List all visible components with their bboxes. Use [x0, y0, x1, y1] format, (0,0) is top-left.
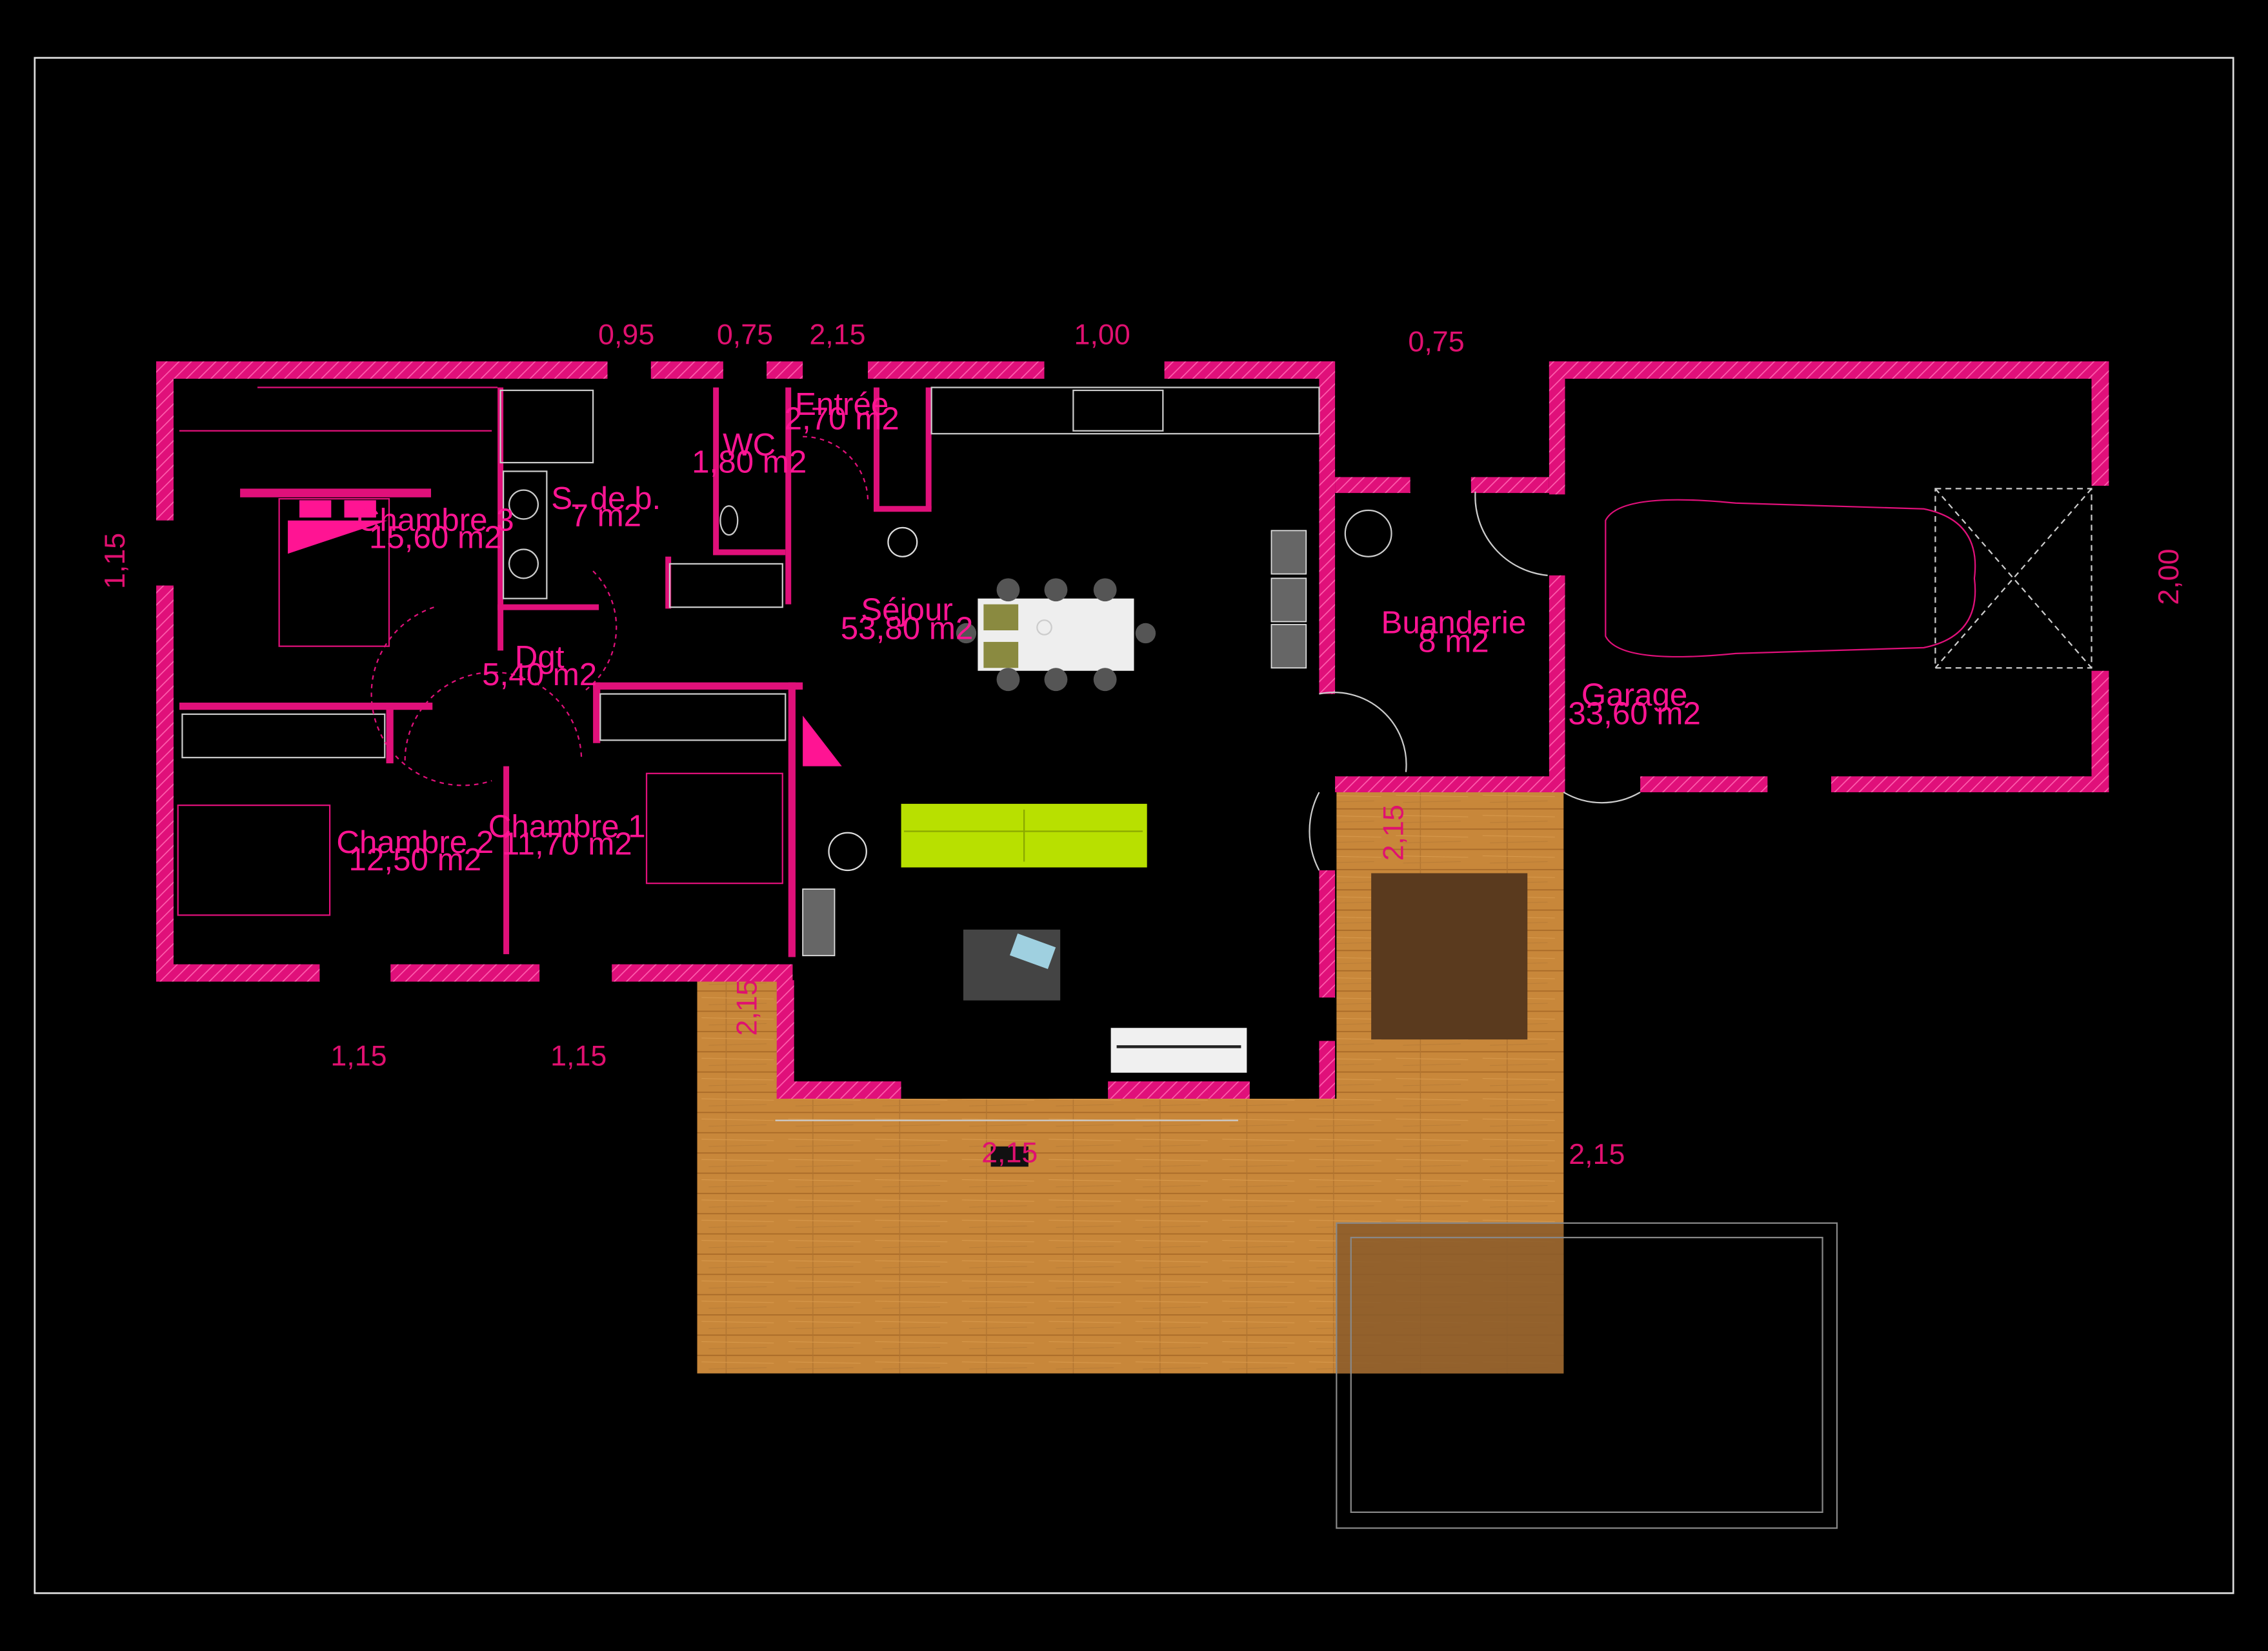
dining-table — [956, 578, 1156, 692]
sejour-area: 53,80 m2 — [841, 610, 974, 646]
pergola-shadow — [1336, 1223, 1564, 1374]
dgt-area: 5,40 m2 — [482, 657, 597, 692]
buanderie-area: 8 m2 — [1418, 624, 1489, 659]
dim-bottom-115-b: 1,15 — [550, 1039, 607, 1072]
chambre3-name: Chambre 3 — [357, 502, 514, 537]
chambre2-area: 12,50 m2 — [349, 842, 482, 877]
chambre1-area: 11,70 m2 — [502, 826, 632, 861]
wc-area: 1,80 m2 — [692, 445, 807, 480]
partitions — [179, 387, 932, 957]
dim-right-200: 2,00 — [2153, 548, 2185, 605]
dim-terrace-215-a: 2,15 — [730, 979, 763, 1036]
chambre2-name: Chambre 2 — [336, 825, 494, 860]
wc-name: WC — [723, 427, 776, 463]
buanderie-name: Buanderie — [1381, 605, 1527, 640]
garage-name: Garage — [1581, 677, 1687, 713]
plants — [828, 526, 918, 872]
tv-unit — [1110, 1028, 1247, 1073]
pergola — [1336, 1222, 1838, 1529]
dim-terrace-215-d: 2,15 — [1569, 1138, 1625, 1170]
dim-left-115: 1,15 — [99, 533, 131, 589]
entree-name: Entrée — [795, 386, 888, 422]
entree-area: 2,70 m2 — [785, 401, 899, 437]
dgt-name: Dgt — [515, 639, 565, 675]
dim-top-075: 0,75 — [717, 318, 773, 350]
dimension-labels: 0,95 0,75 2,15 1,00 0,75 1,15 2,00 1,15 … — [99, 318, 2185, 1170]
dim-top-215: 2,15 — [809, 318, 865, 350]
sofa — [901, 803, 1147, 868]
sejour-name: Séjour — [861, 592, 953, 627]
walls — [156, 361, 2109, 1099]
chambre3-area: 15,60 m2 — [369, 519, 502, 555]
dim-terrace-215-b: 2,15 — [981, 1137, 1038, 1169]
dim-bottom-115-a: 1,15 — [330, 1039, 386, 1072]
garage-area: 33,60 m2 — [1568, 696, 1701, 732]
room-labels: Chambre 3 15,60 m2 S. de b. 7 m2 WC 1,80… — [336, 386, 1701, 877]
chambre1-name: Chambre 1 — [488, 808, 646, 844]
bed-accents — [288, 500, 842, 766]
dim-terrace-215-c: 2,15 — [1377, 805, 1409, 861]
dim-top-095: 0,95 — [598, 318, 654, 350]
rug — [1371, 873, 1528, 1040]
fittings — [177, 386, 2092, 1121]
sdb-name: S. de b. — [551, 481, 661, 516]
dim-top-100: 1,00 — [1074, 318, 1130, 350]
drawing-frame — [34, 57, 2234, 1594]
terrace — [697, 792, 1564, 1374]
shelving — [802, 530, 1307, 957]
sdb-area: 7 m2 — [570, 498, 641, 534]
dim-top-075-right: 0,75 — [1408, 326, 1464, 358]
coffee-table — [963, 929, 1061, 1001]
